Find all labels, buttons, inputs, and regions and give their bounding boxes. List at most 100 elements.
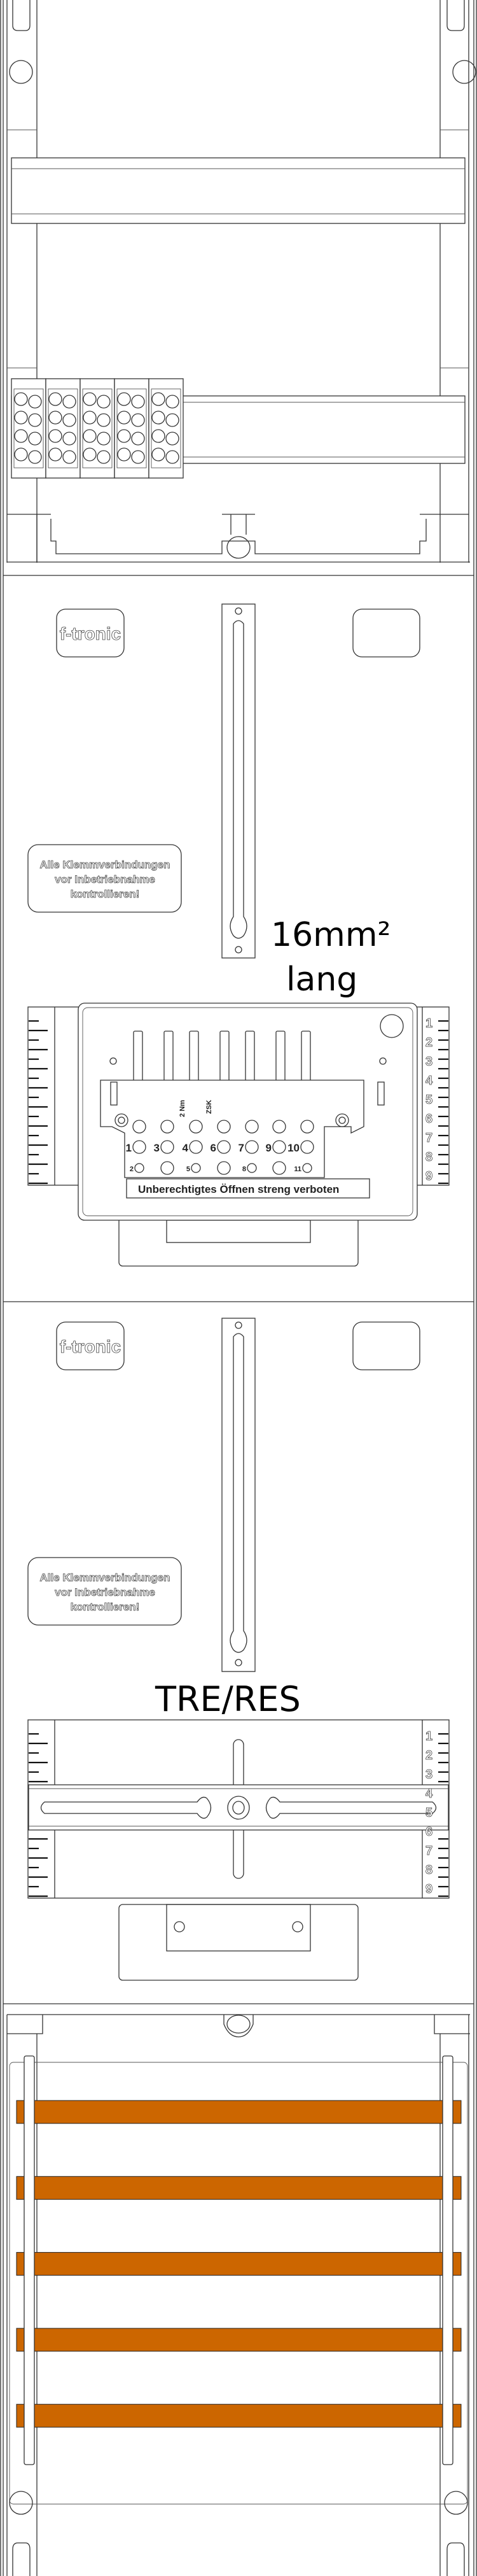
terminal-number: 4 [183, 1142, 189, 1154]
din-rail [11, 157, 466, 224]
copper-busbar [16, 2176, 462, 2200]
terminal-screw-hole [131, 395, 145, 409]
terminal-block-face [48, 388, 78, 468]
terminal-hole [160, 1120, 174, 1134]
terminal-screw-hole [131, 450, 145, 464]
terminal-block-face [116, 388, 147, 468]
meter-terminal-slot [133, 1031, 143, 1082]
seal-warning-label: Unberechtigtes Öffnen streng verboten [138, 1183, 339, 1195]
terminal-screw-hole [97, 432, 111, 446]
ruler-number: 3 [425, 1055, 432, 1069]
terminal-screw-hole [165, 450, 179, 464]
meter-terminal-slot [163, 1031, 174, 1082]
terminal-hole [302, 1163, 312, 1173]
copper-busbar [16, 2252, 462, 2276]
terminal-blocks [11, 378, 184, 479]
terminal-block [148, 378, 184, 479]
terminal-hole [272, 1120, 286, 1134]
terminal-screw-hole [131, 432, 145, 446]
tre-res-label: TRE/RES [155, 1679, 301, 1719]
terminal-screw-hole [97, 450, 111, 464]
terminal-screw-hole [151, 429, 165, 443]
terminal-block [114, 378, 149, 479]
terminal-screw-hole [131, 413, 145, 427]
ruler-number: 9 [425, 1169, 432, 1183]
terminal-screw-hole [62, 413, 76, 427]
terminal-screw-hole [62, 432, 76, 446]
terminal-screw-hole [14, 411, 28, 425]
terminal-block-face [151, 388, 181, 468]
terminal-block [80, 378, 115, 479]
ruler-number: 7 [425, 1131, 432, 1145]
terminal-screw-hole [165, 413, 179, 427]
terminal-block-face [13, 388, 44, 468]
warning-line-2: vor Inbetriebnahme [55, 873, 155, 885]
busbar-section [6, 2015, 470, 2576]
label-plate [352, 1321, 420, 1370]
zsk-label: ZSK [205, 1100, 213, 1114]
terminal-hole [300, 1140, 314, 1154]
busbar-support [24, 2055, 35, 2465]
terminal-screw-hole [165, 395, 179, 409]
ruler-number: 6 [425, 1825, 432, 1839]
terminal-number: 6 [211, 1142, 216, 1154]
terminal-number: 8 [242, 1165, 246, 1173]
ruler-number: 3 [425, 1768, 432, 1782]
terminal-screw-hole [117, 392, 131, 406]
terminal-screw-hole [48, 447, 62, 461]
terminal-screw-hole [28, 413, 42, 427]
terminal-screw-hole [48, 429, 62, 443]
warning-line-2: vor Inbetriebnahme [55, 1586, 155, 1598]
terminal-number: 11 [294, 1165, 301, 1173]
cable-entry-hole [226, 536, 251, 559]
terminal-hole [300, 1120, 314, 1134]
ruler-number: 6 [425, 1112, 432, 1126]
terminal-hole [160, 1161, 174, 1175]
ruler-number: 7 [425, 1844, 432, 1858]
warning-plate [27, 1557, 182, 1626]
ruler-number: 4 [425, 1787, 433, 1801]
logo-plate [56, 1321, 125, 1370]
brand-logo: f-tronic [60, 624, 121, 644]
ruler-number: 2 [425, 1749, 432, 1763]
terminal-hole [217, 1120, 231, 1134]
terminal-hole [245, 1140, 259, 1154]
terminal-screw-hole [14, 447, 28, 461]
logo-plate [56, 609, 125, 658]
meter-terminal-slot [245, 1031, 255, 1082]
wire-length-label: lang [286, 961, 357, 999]
terminal-hole [134, 1163, 144, 1173]
mounting-hole [444, 2491, 468, 2515]
meter-terminal-slot [219, 1031, 230, 1082]
ruler-number: 4 [425, 1074, 433, 1088]
copper-busbar [16, 2328, 462, 2352]
terminal-screw-hole [62, 450, 76, 464]
mounting-hole [9, 2491, 33, 2515]
ruler-number: 8 [425, 1863, 432, 1877]
terminal-block [11, 378, 46, 479]
terminal-number: 2 [130, 1165, 134, 1173]
ruler-number: 1 [425, 1017, 432, 1031]
meter-terminal-slot [275, 1031, 286, 1082]
warning-plate [27, 844, 182, 913]
terminal-screw-hole [48, 411, 62, 425]
meter-terminal-slot [189, 1031, 199, 1082]
terminal-hole [247, 1163, 257, 1173]
terminal-screw-hole [28, 432, 42, 446]
mounting-hole [9, 60, 33, 84]
terminal-screw-hole [62, 395, 76, 409]
brand-logo: f-tronic [60, 1337, 121, 1356]
terminal-hole [160, 1140, 174, 1154]
terminal-number: 9 [266, 1142, 272, 1154]
terminal-screw-hole [151, 411, 165, 425]
ruler-number: 9 [425, 1882, 432, 1896]
terminal-number: 7 [238, 1142, 244, 1154]
mounting-strip [221, 603, 256, 959]
wire-size-label: 16mm² [271, 916, 391, 954]
terminal-screw-hole [28, 395, 42, 409]
terminal-screw-hole [83, 429, 97, 443]
